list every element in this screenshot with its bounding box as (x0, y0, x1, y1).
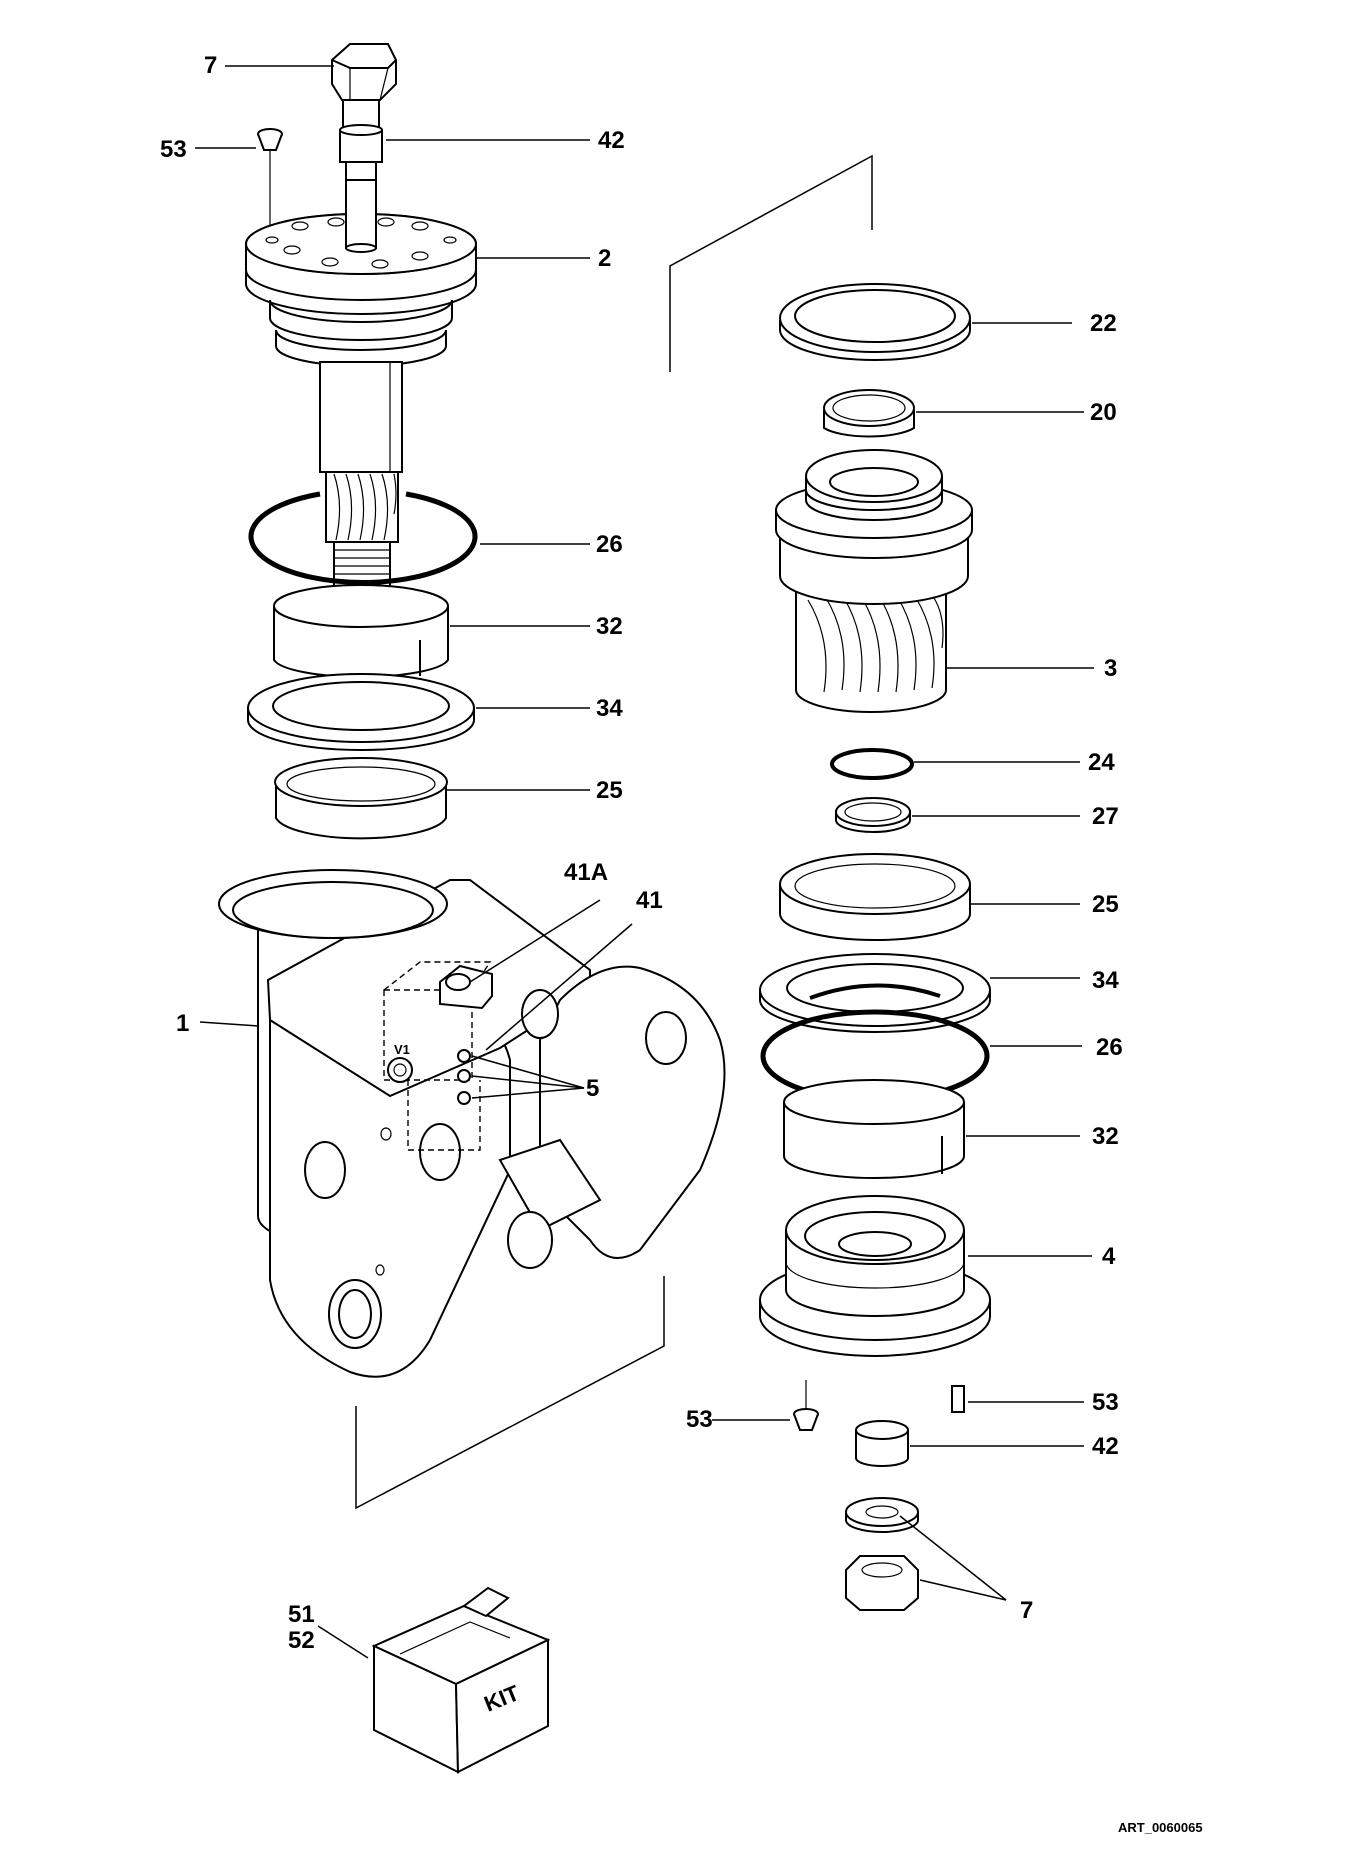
callout-41: 41 (636, 887, 663, 914)
part-7-washer-nut-bottom (845, 1497, 919, 1611)
part-34-washer-left (247, 673, 475, 751)
part-32-split-ring-right (783, 1079, 965, 1179)
callout-42-top: 42 (598, 127, 625, 154)
part-7-bolt-top (331, 43, 397, 131)
callout-34-right: 34 (1092, 967, 1119, 994)
callout-25-right: 25 (1092, 891, 1119, 918)
callout-53-bottom-right: 53 (1092, 1389, 1119, 1416)
part-22-seal-ring (779, 283, 971, 361)
callout-51: 51 (288, 1601, 315, 1628)
callout-7-top: 7 (204, 52, 217, 79)
kit-box: KIT (371, 1586, 551, 1774)
callout-7-bottom: 7 (1020, 1597, 1033, 1624)
callout-3: 3 (1104, 655, 1117, 682)
callout-24: 24 (1088, 749, 1115, 776)
part-42-sleeve-bottom (855, 1420, 909, 1467)
callout-22: 22 (1090, 310, 1117, 337)
callout-5: 5 (586, 1075, 599, 1102)
part-25-ring-left (274, 757, 448, 840)
part-34-washer-right (759, 953, 991, 1033)
valve-marker: V1 (394, 1042, 410, 1057)
callout-34-left: 34 (596, 695, 623, 722)
art-reference: ART_0060065 (1118, 1820, 1203, 1835)
callout-53-top: 53 (160, 136, 187, 163)
callout-4: 4 (1102, 1243, 1116, 1270)
callout-26-left: 26 (596, 531, 623, 558)
part-53-pin-bottom-right (951, 1385, 965, 1413)
part-53-screw-bottom-left (793, 1380, 819, 1431)
part-32-split-ring-left (273, 584, 449, 678)
callout-32-right: 32 (1092, 1123, 1119, 1150)
leader-lines (195, 65, 1094, 1659)
callout-52: 52 (288, 1627, 315, 1654)
part-53-screw-top (257, 128, 283, 240)
callouts: 7 53 42 2 26 32 34 25 22 20 3 24 27 25 3… (160, 52, 1203, 1835)
callout-2: 2 (598, 245, 611, 272)
part-25-ring-right (779, 853, 971, 941)
callout-1: 1 (176, 1010, 189, 1037)
callout-41A: 41A (564, 859, 608, 886)
callout-42-bottom: 42 (1092, 1433, 1119, 1460)
part-24-oring (830, 748, 914, 780)
callout-25-left: 25 (596, 777, 623, 804)
callout-27: 27 (1092, 803, 1119, 830)
part-2-flange (245, 179, 477, 591)
part-3-helical-gear (775, 449, 973, 713)
assembly-bracket-bottom (355, 1276, 665, 1510)
part-27-ring (835, 797, 911, 833)
callout-53-bottom-left: 53 (686, 1406, 713, 1433)
callout-32-left: 32 (596, 613, 623, 640)
callout-20: 20 (1090, 399, 1117, 426)
part-26-oring-left (248, 491, 478, 585)
part-4-bearing-housing (759, 1195, 991, 1357)
assembly-bracket-top (669, 154, 873, 372)
part-1-housing: V1 (218, 869, 726, 1378)
callout-26-right: 26 (1096, 1034, 1123, 1061)
part-20-small-ring (823, 389, 915, 438)
